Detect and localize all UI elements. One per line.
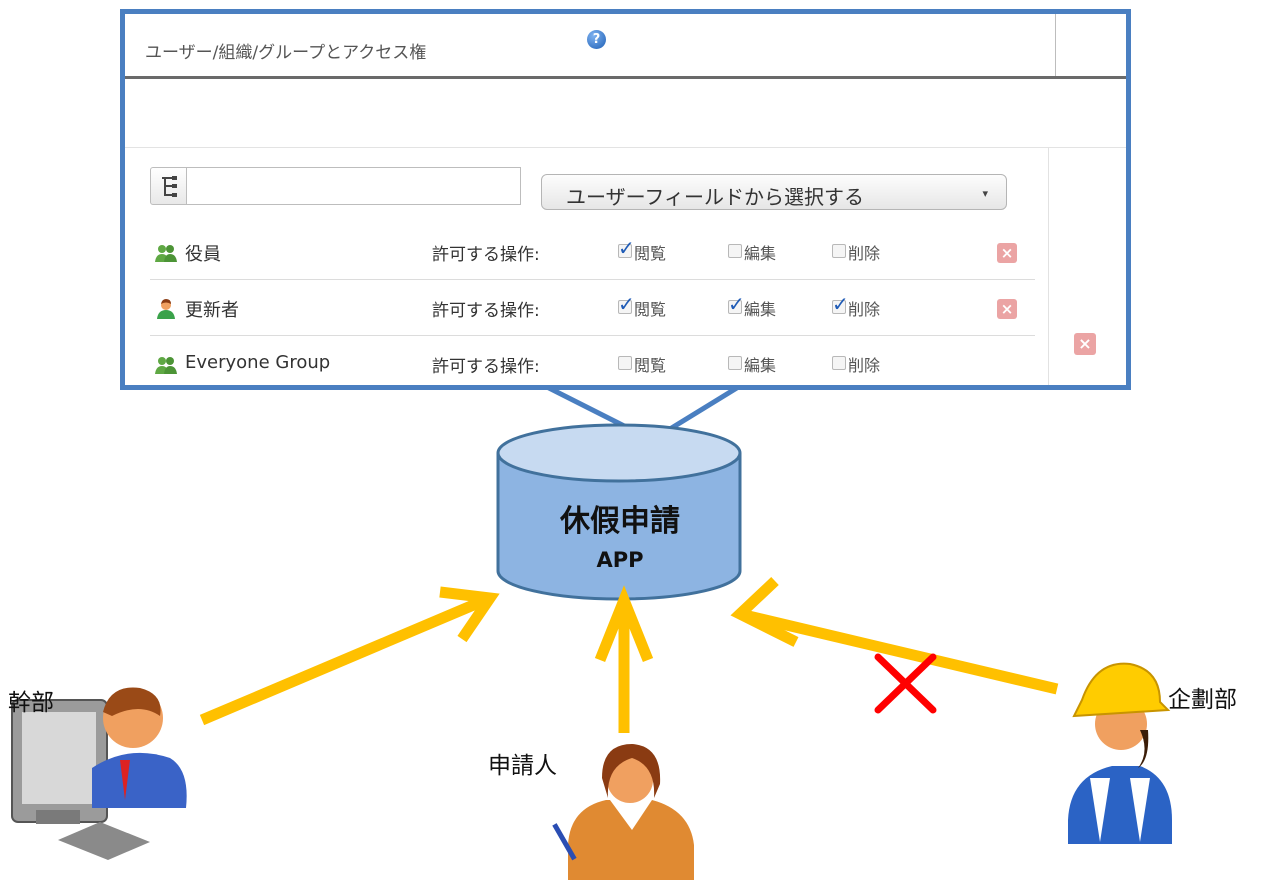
user-field-select-label: ユーザーフィールドから選択する xyxy=(566,185,864,209)
planning-person-icon xyxy=(1068,662,1172,844)
exec-label: 幹部 xyxy=(8,690,54,716)
allowed-ops-label: 許可する操作: xyxy=(432,245,540,265)
row-separator xyxy=(150,335,1035,336)
user-search-input[interactable] xyxy=(187,167,521,205)
view-label: 閲覧 xyxy=(634,244,667,263)
delete-checkbox[interactable]: ✓ xyxy=(832,292,849,316)
arrow-planning xyxy=(730,576,1059,695)
user-icon xyxy=(157,299,175,319)
help-icon[interactable]: ? xyxy=(587,30,606,49)
arrow-applicant xyxy=(594,585,654,733)
dropdown-caret-icon: ▾ xyxy=(982,187,988,200)
edit-checkbox[interactable] xyxy=(728,356,742,370)
permission-row-updater: 更新者 許可する操作: ✓ 閲覧 ✓ 編集 ✓ 削除 × xyxy=(150,284,1035,336)
allowed-ops-label: 許可する操作: xyxy=(432,357,540,377)
check-icon: ✓ xyxy=(728,292,745,316)
org-tree-button[interactable] xyxy=(150,167,187,205)
delete-checkbox[interactable] xyxy=(832,356,846,370)
permission-row-executives: 役員 許可する操作: ✓ 閲覧 編集 削除 × xyxy=(150,228,1035,280)
group-icon xyxy=(155,357,177,374)
view-checkbox[interactable] xyxy=(618,356,632,370)
app-subtitle: APP xyxy=(596,548,644,572)
entity-name: 更新者 xyxy=(185,300,239,321)
planning-label: 企劃部 xyxy=(1168,687,1237,713)
side-divider xyxy=(1048,147,1049,385)
user-field-select[interactable]: ユーザーフィールドから選択する ▾ xyxy=(541,174,1007,210)
edit-checkbox[interactable]: ✓ xyxy=(728,292,745,316)
row-separator xyxy=(150,279,1035,280)
allowed-ops-label: 許可する操作: xyxy=(432,301,540,321)
org-tree-icon xyxy=(162,176,177,197)
panel-header: ユーザー/組織/グループとアクセス権 ? xyxy=(125,14,1126,79)
remove-row-button[interactable]: × xyxy=(997,299,1017,319)
panel-band xyxy=(125,79,1126,148)
check-icon: ✓ xyxy=(832,292,849,316)
panel-title: ユーザー/組織/グループとアクセス権 xyxy=(145,43,427,63)
delete-label: 削除 xyxy=(848,244,881,263)
exec-person-icon xyxy=(11,687,187,860)
access-arrows xyxy=(199,576,1059,733)
view-checkbox[interactable]: ✓ xyxy=(618,292,635,316)
check-icon: ✓ xyxy=(618,292,635,316)
arrow-exec xyxy=(199,586,500,726)
entity-name: Everyone Group xyxy=(185,352,331,373)
delete-label: 削除 xyxy=(848,356,881,375)
delete-checkbox[interactable] xyxy=(832,244,846,258)
edit-checkbox[interactable] xyxy=(728,244,742,258)
entity-name: 役員 xyxy=(185,244,221,265)
app-title: 休假申請 xyxy=(560,504,680,539)
remove-all-button[interactable]: × xyxy=(1074,333,1096,355)
applicant-label: 申請人 xyxy=(488,753,557,779)
permission-row-everyone: Everyone Group 許可する操作: 閲覧 編集 削除 xyxy=(150,340,1035,385)
permission-panel: ユーザー/組織/グループとアクセス権 ? ユーザーフィールドから選択する ▾ 役… xyxy=(120,9,1131,390)
edit-label: 編集 xyxy=(744,244,777,263)
group-icon xyxy=(155,245,177,262)
delete-label: 削除 xyxy=(848,300,881,319)
check-icon: ✓ xyxy=(618,236,635,260)
applicant-person-icon xyxy=(552,744,694,880)
view-label: 閲覧 xyxy=(634,356,667,375)
remove-row-button[interactable]: × xyxy=(997,243,1017,263)
edit-label: 編集 xyxy=(744,356,777,375)
edit-label: 編集 xyxy=(744,300,777,319)
header-divider xyxy=(1055,14,1056,76)
app-cylinder xyxy=(496,423,742,601)
deny-x-mark xyxy=(874,653,937,714)
view-checkbox[interactable]: ✓ xyxy=(618,236,635,260)
view-label: 閲覧 xyxy=(634,300,667,319)
